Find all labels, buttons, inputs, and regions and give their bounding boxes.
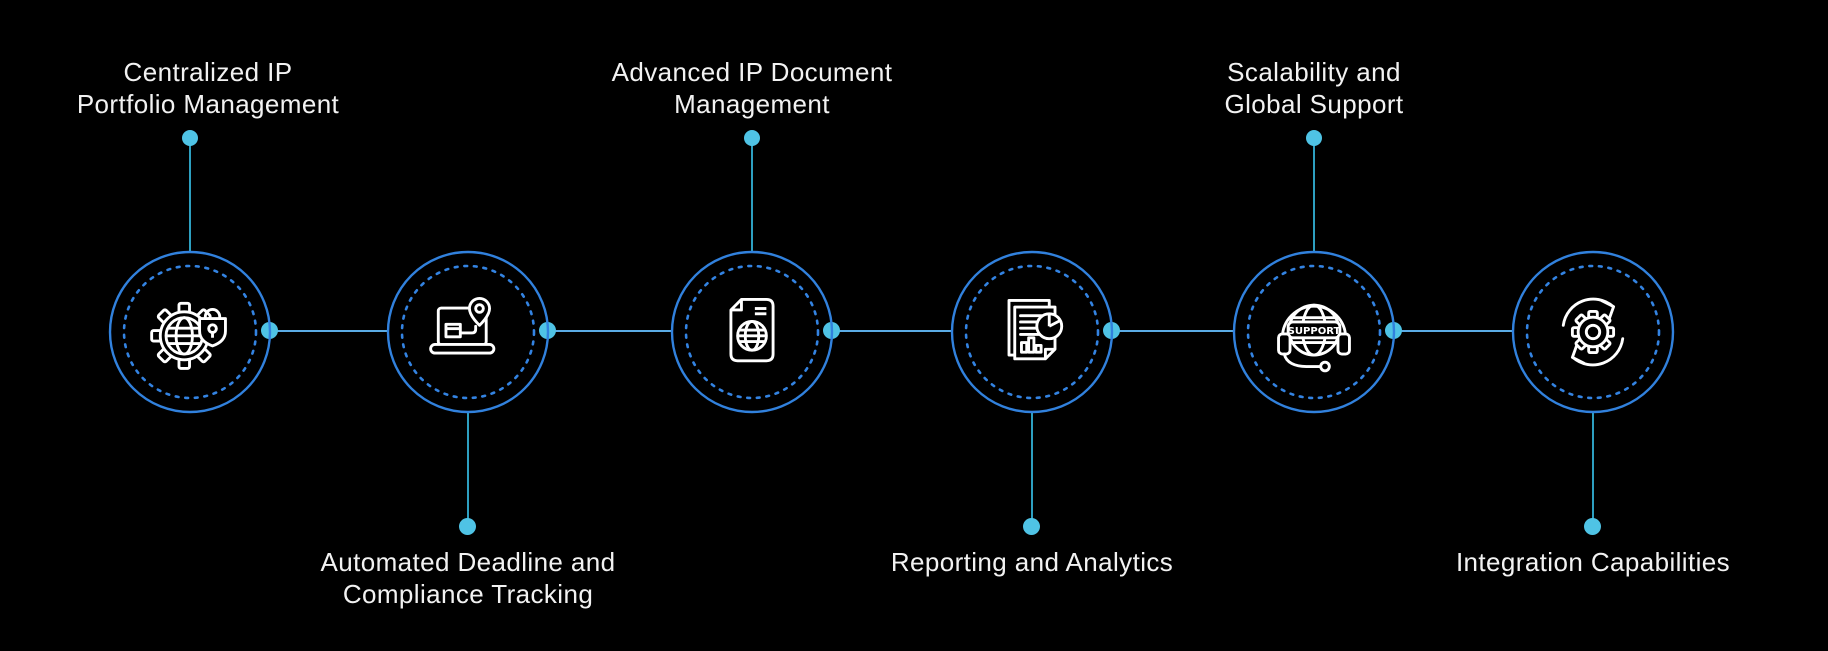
- node-label-6: Integration Capabilities: [1333, 546, 1828, 578]
- node-label-5: Scalability and Global Support: [1074, 56, 1554, 120]
- node-circle-2: [383, 247, 553, 417]
- report-pie-chart-icon: [1007, 298, 1064, 361]
- support-globe-headset-icon: SUPPORT: [1277, 303, 1351, 373]
- node-label-4: Reporting and Analytics: [772, 546, 1292, 578]
- circle-rings: [1232, 250, 1396, 414]
- node-label-1: Centralized IP Portfolio Management: [0, 56, 448, 120]
- label-line: Compliance Tracking: [342, 579, 594, 609]
- label-line: Management: [674, 89, 830, 119]
- node-circle-4: [947, 247, 1117, 417]
- connector-line-2-3: [548, 330, 672, 332]
- connector-line-1-2: [270, 330, 388, 332]
- node-label-2: Automated Deadline and Compliance Tracki…: [208, 546, 728, 610]
- vertical-line-node-5: [1313, 145, 1315, 252]
- vertical-line-node-4: [1031, 412, 1033, 519]
- label-dot: [1306, 130, 1322, 146]
- connector-line-4-5: [1112, 330, 1234, 332]
- circle-rings: [1511, 250, 1675, 414]
- node-circle-1: [105, 247, 275, 417]
- label-line: Scalability and: [1227, 57, 1401, 87]
- sync-gear-icon: [1561, 297, 1625, 367]
- laptop-location-tracking-icon: [429, 297, 496, 355]
- document-globe-icon: [729, 297, 775, 363]
- vertical-line-node-3: [751, 145, 753, 252]
- vertical-line-node-1: [189, 145, 191, 252]
- support-badge-text: SUPPORT: [1288, 326, 1341, 337]
- label-dot: [744, 130, 760, 146]
- label-line: Integration Capabilities: [1455, 547, 1731, 577]
- label-line: Centralized IP: [123, 57, 293, 87]
- label-dot: [459, 518, 476, 535]
- label-dot: [1023, 518, 1040, 535]
- node-circle-5: SUPPORT: [1229, 247, 1399, 417]
- connector-line-3-4: [832, 330, 952, 332]
- node-circle-3: [667, 247, 837, 417]
- node-circle-6: [1508, 247, 1678, 417]
- label-line: Portfolio Management: [76, 89, 340, 119]
- gear-globe-lock-icon: [150, 301, 227, 370]
- circle-rings: [670, 250, 834, 414]
- circle-rings: [108, 250, 272, 414]
- circle-rings: [386, 250, 550, 414]
- label-line: Automated Deadline and: [320, 547, 616, 577]
- vertical-line-node-6: [1592, 412, 1594, 519]
- label-dot: [1584, 518, 1601, 535]
- label-line: Advanced IP Document: [611, 57, 893, 87]
- node-label-3: Advanced IP Document Management: [512, 56, 992, 120]
- label-line: Global Support: [1224, 89, 1404, 119]
- circle-rings: [950, 250, 1114, 414]
- label-dot: [182, 130, 198, 146]
- connector-line-5-6: [1394, 330, 1513, 332]
- vertical-line-node-2: [467, 412, 469, 519]
- label-line: Reporting and Analytics: [890, 547, 1174, 577]
